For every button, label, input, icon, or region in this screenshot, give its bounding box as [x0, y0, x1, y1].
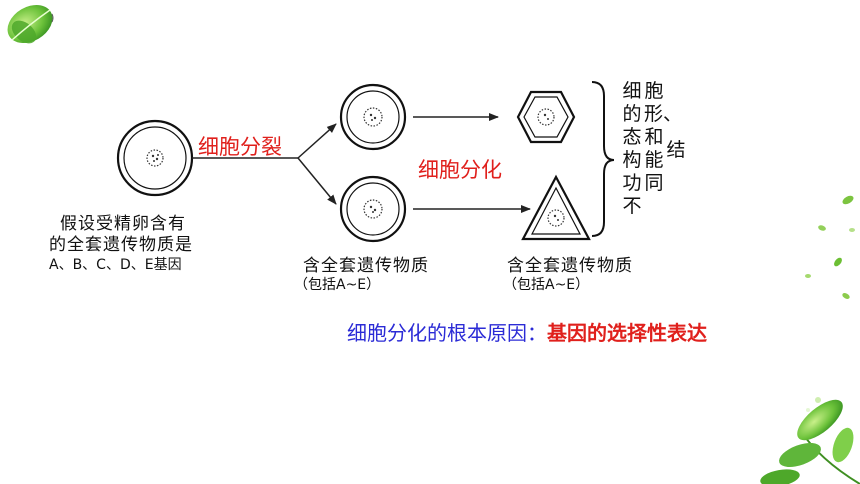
full-set-label-2: 含全套遗传物质: [507, 256, 633, 276]
zygote-cell: [116, 119, 194, 197]
leaf-decoration-top-left-icon: [7, 5, 53, 44]
daughter-cell-top: [339, 83, 407, 151]
result-brace: [591, 81, 615, 237]
triangle-cell: [521, 174, 591, 241]
daughter-cell-bottom: [339, 175, 407, 243]
conclusion-line: 细胞分化的根本原因：基因的选择性表达: [347, 317, 707, 346]
cell-differentiation-label: 细胞分化: [418, 158, 502, 182]
arrow-to-cell-bottom: [297, 157, 337, 205]
result-text-column-1: 细的态构功不: [622, 80, 642, 217]
hexagon-cell: [516, 90, 576, 144]
includes-label-2: （包括A~E）: [503, 277, 590, 293]
result-text-column-3: 结: [666, 139, 686, 161]
leaf-decoration-bottom-right-icon: [760, 397, 860, 484]
assumption-line-1: 假设受精卵含有: [60, 214, 186, 234]
corner-mark: [51, 13, 54, 23]
conclusion-prefix: 细胞分化的根本原因：: [347, 321, 547, 345]
leaf-decoration-right-icon: [805, 195, 855, 299]
cell-division-label: 细胞分裂: [198, 135, 282, 159]
arrow-to-cell-top: [297, 123, 337, 159]
assumption-line-2: 的全套遗传物质是: [49, 235, 193, 255]
includes-label-1: （包括A~E）: [294, 277, 381, 293]
result-text-column-2: 胞形、和能同: [644, 80, 683, 194]
conclusion-answer: 基因的选择性表达: [547, 321, 707, 345]
assumption-line-3: A、B、C、D、E基因: [49, 257, 182, 273]
full-set-label-1: 含全套遗传物质: [303, 256, 429, 276]
